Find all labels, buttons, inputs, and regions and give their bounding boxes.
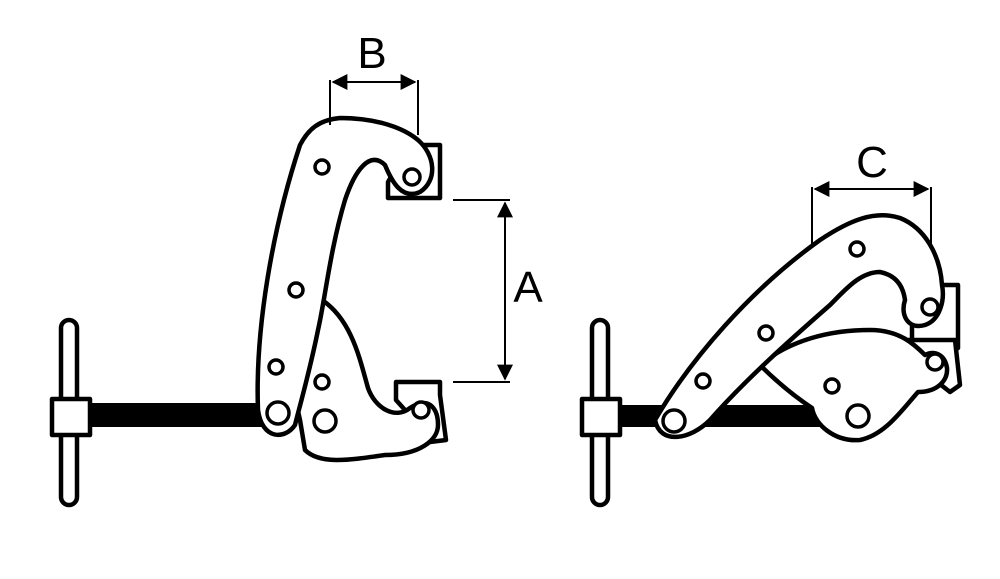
handle-hub-left [49,396,93,438]
pivot-hole [313,373,331,391]
pivot-hole [757,324,775,342]
pivot-hole [402,167,422,187]
pivot-hole [845,403,871,429]
pivot-hole [313,158,331,176]
pivot-hole [312,408,338,434]
screw-rod-left [88,403,263,427]
pivot-hole [823,377,841,395]
dimension-label-b: B [357,29,386,78]
dimension-label-a: A [513,263,543,312]
pivot-hole [694,372,712,390]
pivot-hole [661,408,687,434]
pivot-hole [925,352,945,372]
closed-clamp [579,213,963,508]
pivot-hole [267,358,285,376]
upper-arm [255,115,435,438]
pivot-hole [287,281,305,299]
pivot-hole [265,400,291,426]
open-clamp [49,115,449,508]
pivot-hole [848,240,866,258]
upper-arm-closed [652,213,945,440]
pivot-hole [920,297,940,317]
pivot-hole [411,400,431,420]
dimension-label-c: C [856,138,888,187]
dimension-a: A [453,199,543,383]
lower-arm-closed [757,327,950,443]
dimension-b: B [329,29,419,135]
dimension-c: C [811,138,932,245]
handle-hub-right [579,396,623,438]
